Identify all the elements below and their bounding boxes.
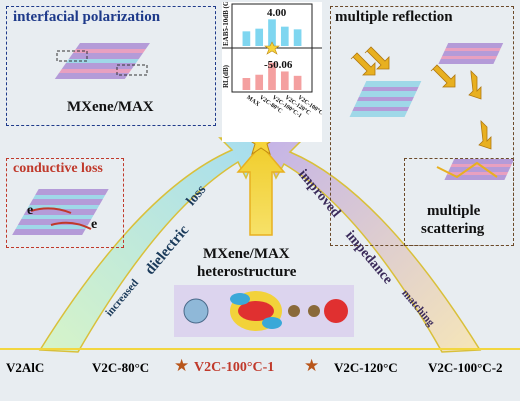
sample-label: V2AlC [6, 360, 45, 375]
top-bar [255, 28, 264, 46]
scattering-title-2: scattering [421, 221, 485, 237]
sample-label: V2C-100°C-2 [428, 360, 503, 375]
bottom-bar [255, 74, 264, 90]
top-bar-group [242, 19, 302, 46]
chart-frame [231, 3, 313, 93]
top-bar [280, 26, 289, 46]
top-value-label: 4.00 [267, 7, 287, 19]
bottom-axis-label: RL(dB) [222, 64, 230, 88]
multiple-scattering-panel: multiple scattering [404, 158, 514, 246]
bottom-bar-group [242, 62, 302, 90]
panel-title: multiple reflection [335, 9, 453, 25]
charge-density-illustration [174, 285, 354, 337]
conductive-stack-icon [12, 189, 109, 235]
sample-label: V2C-80°C [92, 360, 150, 375]
mxene-max-caption: MXene/MAX [67, 99, 154, 115]
center-title-line1: MXene/MAX [203, 246, 290, 262]
center-title-line2: heterostructure [197, 264, 297, 280]
bottom-bar [280, 71, 289, 90]
highlighted-sample-label: V2C-100°C-1 [194, 360, 275, 375]
electron-label: e [27, 203, 34, 218]
reflection-illustration [349, 43, 504, 150]
electron-label: e [91, 217, 98, 232]
center-arrow [236, 143, 286, 236]
layered-stack-icon [54, 43, 150, 79]
highlight-star-icon: ★ [304, 356, 320, 375]
conductive-loss-panel: conductive loss e e [6, 158, 124, 248]
top-axis-label: EAB5-10dB (GHz) [222, 2, 230, 46]
scattering-stack-icon [436, 159, 515, 180]
top-bar [242, 31, 251, 46]
panel-title: conductive loss [13, 161, 103, 176]
scattering-title-1: multiple [427, 203, 481, 219]
chart-star-icon [264, 41, 280, 55]
bottom-bar [242, 78, 251, 90]
panel-title: interfacial polarization [13, 9, 161, 25]
multiple-reflection-panel: multiple reflection [330, 6, 515, 246]
interfacial-polarization-panel: interfacial polarization MXene/MAX [6, 6, 216, 126]
highlight-star-icon: ★ [174, 356, 190, 375]
bottom-value-label: -50.06 [264, 59, 293, 71]
top-bar [268, 19, 276, 46]
bottom-bar [268, 62, 276, 90]
sample-label: V2C-120°C [334, 360, 398, 375]
top-bar [293, 29, 302, 46]
bottom-bar [293, 75, 302, 90]
performance-chart: 4.00 -50.06 EAB5-10dB (GHz) RL(dB) MAXV2… [222, 2, 322, 142]
